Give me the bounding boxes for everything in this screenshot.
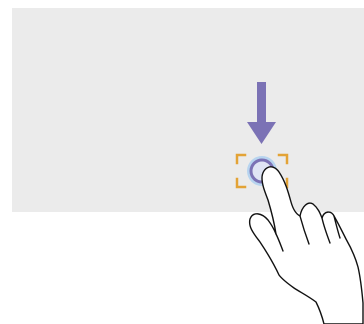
bracket-top-right <box>279 155 287 163</box>
hand-outline <box>250 167 363 324</box>
bracket-top-left <box>237 155 245 163</box>
bracket-bottom-left <box>237 179 245 187</box>
down-arrow-icon <box>247 82 276 144</box>
hand-icon <box>250 167 363 324</box>
